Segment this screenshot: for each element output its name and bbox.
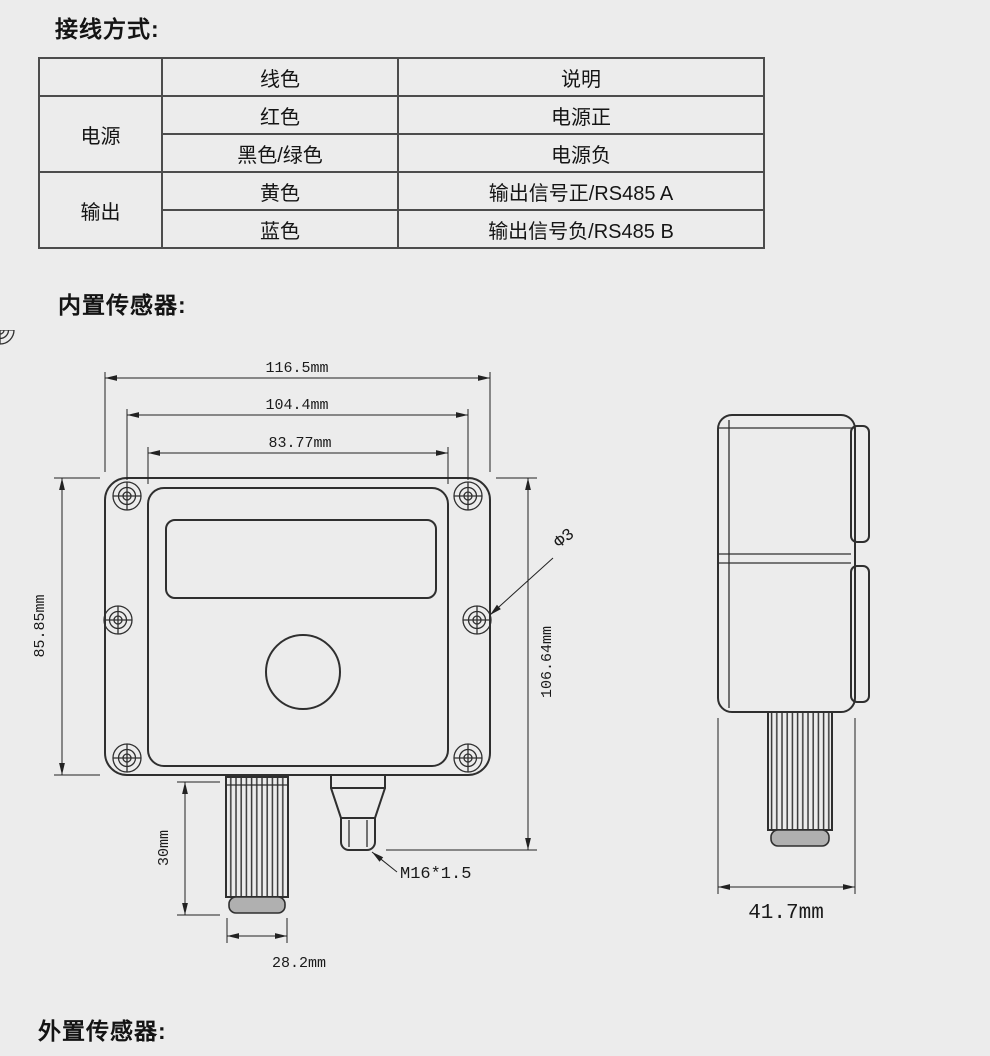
dim-width-inner-label: 83.77mm <box>268 435 331 452</box>
dim-probe-width-label: 28.2mm <box>272 955 326 972</box>
cell-desc-power-positive: 电源正 <box>397 95 765 135</box>
dim-height-left-label: 85.85mm <box>32 594 49 657</box>
dim-width-outer-label: 116.5mm <box>265 360 328 377</box>
table-row-power-black: 黑色/绿色 电源负 <box>39 133 765 173</box>
table-header-row: 线色 说明 <box>38 57 765 97</box>
wiring-section-title: 接线方式: <box>55 16 160 42</box>
cell-desc-signal-positive: 输出信号正/RS485 A <box>397 171 765 211</box>
filter-probe-front <box>225 776 289 914</box>
builtin-sensor-section-title: 内置传感器: <box>58 292 187 318</box>
side-view-drawing <box>717 414 870 847</box>
builtin-sensor-dimension-diagram: 116.5mm 104.4mm 83.77mm 85.85mm 106.64mm… <box>0 330 870 972</box>
sensor-opening <box>265 634 341 710</box>
cell-wire-color-red: 红色 <box>161 95 399 135</box>
table-row-output-yellow: 输出 黄色 输出信号正/RS485 A <box>38 171 765 249</box>
dim-height-right-label: 106.64mm <box>539 626 556 698</box>
header-blank-cell <box>38 57 163 97</box>
mounting-tab-bottom <box>850 565 870 703</box>
header-description-cell: 说明 <box>397 57 765 97</box>
group-label-power: 电源 <box>38 95 163 173</box>
dim-side-depth-label: 41.7mm <box>748 902 824 925</box>
table-row-power-red: 电源 红色 电源正 <box>38 95 765 173</box>
mounting-tab-top <box>850 425 870 543</box>
cell-wire-color-black-green: 黑色/绿色 <box>161 133 399 173</box>
dim-width-holes-label: 104.4mm <box>265 397 328 414</box>
wiring-table: 线色 说明 电源 红色 电源正 黑色/绿色 电源负 输出 黄色 输出信号正/RS… <box>38 57 765 249</box>
screw-hole-icon <box>0 330 15 345</box>
cell-desc-signal-negative: 输出信号负/RS485 B <box>397 209 765 249</box>
enclosure-face-panel <box>147 487 449 767</box>
cell-wire-color-yellow: 黄色 <box>161 171 399 211</box>
cell-desc-power-negative: 电源负 <box>397 133 765 173</box>
dim-probe-length-label: 30mm <box>156 830 173 866</box>
group-label-output: 输出 <box>38 171 163 249</box>
front-view-drawing <box>0 330 492 914</box>
hole-diameter-label: Φ3 <box>551 525 579 553</box>
cable-gland <box>330 774 386 851</box>
filter-probe-side <box>767 711 833 847</box>
table-row-output-blue: 蓝色 输出信号负/RS485 B <box>39 209 765 249</box>
gland-thread-label: M16*1.5 <box>400 865 471 884</box>
dimension-annotations: 116.5mm 104.4mm 83.77mm 85.85mm 106.64mm… <box>32 360 856 972</box>
external-sensor-section-title: 外置传感器: <box>38 1018 167 1044</box>
display-window <box>165 519 437 599</box>
header-wire-color-cell: 线色 <box>161 57 399 97</box>
cell-wire-color-blue: 蓝色 <box>161 209 399 249</box>
